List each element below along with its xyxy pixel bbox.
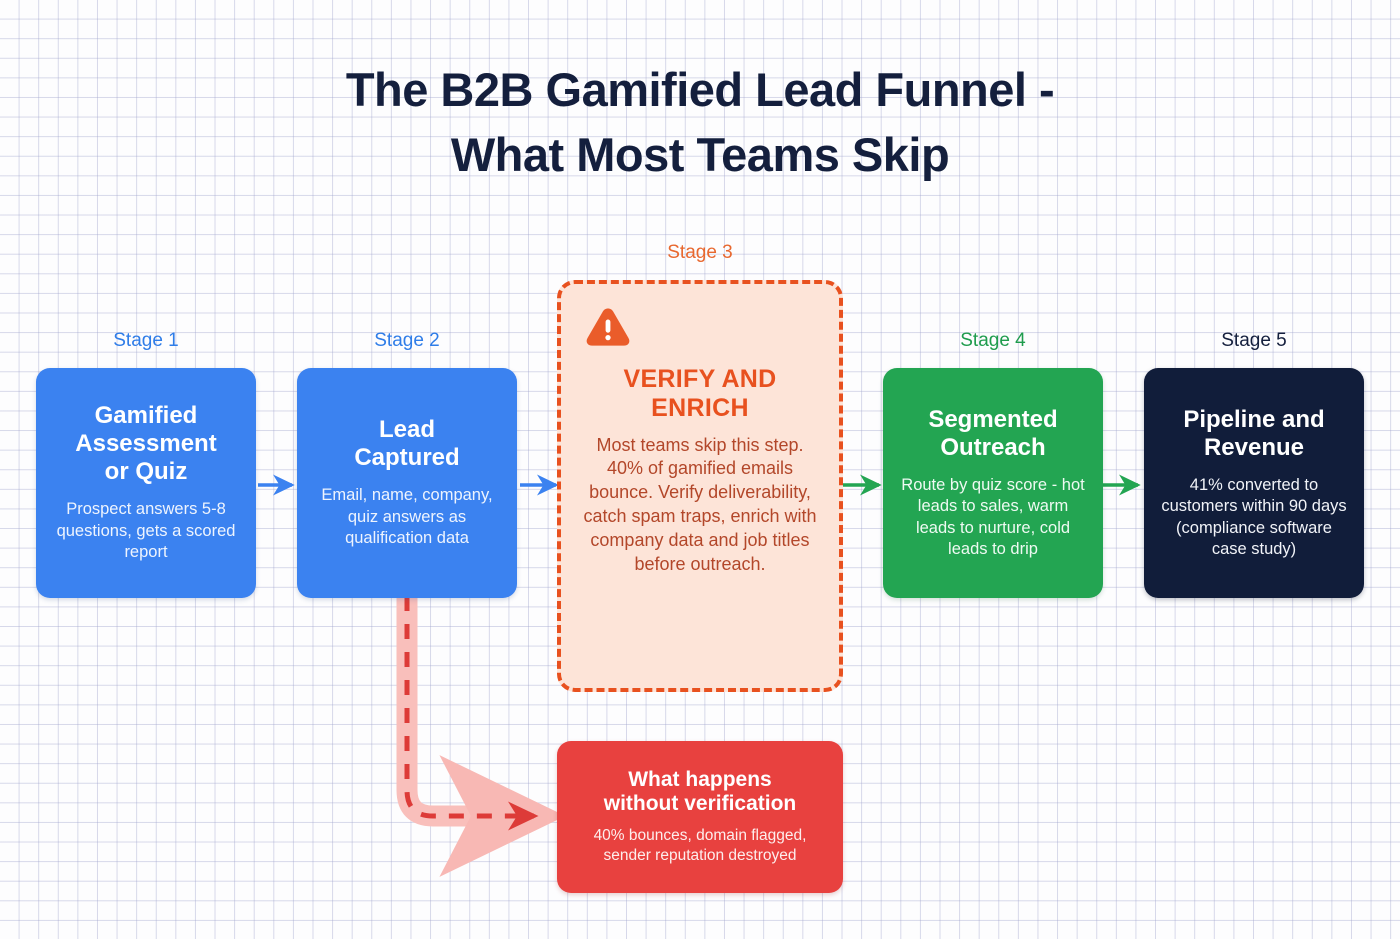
stage-node-5-title: Pipeline and Revenue <box>1183 405 1325 461</box>
stage-node-2[interactable]: Lead Captured Email, name, company, quiz… <box>297 368 517 598</box>
stage-node-2-title: Lead Captured <box>354 416 460 472</box>
page-title: The B2B Gamified Lead Funnel - What Most… <box>0 58 1400 188</box>
warning-triangle-icon <box>585 306 631 353</box>
stage-node-4-title: Segmented Outreach <box>928 405 1058 461</box>
stage-node-1-title: Gamified Assessment or Quiz <box>75 402 217 486</box>
stage-label-4: Stage 4 <box>960 330 1026 351</box>
stage-label-2: Stage 2 <box>374 330 440 351</box>
consequence-node[interactable]: What happens without verification 40% bo… <box>557 741 843 893</box>
consequence-node-title: What happens without verification <box>603 767 797 816</box>
stage-node-5[interactable]: Pipeline and Revenue 41% converted to cu… <box>1144 368 1364 598</box>
stage-label-3: Stage 3 <box>667 242 733 263</box>
stage-label-1: Stage 1 <box>113 330 179 351</box>
stage-label-5: Stage 5 <box>1221 330 1287 351</box>
stage-node-3[interactable]: VERIFY AND ENRICH Most teams skip this s… <box>557 280 843 692</box>
consequence-node-description: 40% bounces, domain flagged, sender repu… <box>593 826 807 865</box>
stage-node-4[interactable]: Segmented Outreach Route by quiz score -… <box>883 368 1103 598</box>
page-title-line-2: What Most Teams Skip <box>450 127 950 181</box>
stage-node-5-description: 41% converted to customers within 90 day… <box>1161 475 1347 559</box>
stage-node-1-description: Prospect answers 5-8 questions, gets a s… <box>56 500 236 562</box>
stage-node-2-description: Email, name, company, quiz answers as qu… <box>321 486 493 548</box>
page-title-line-1: The B2B Gamified Lead Funnel - <box>345 63 1055 116</box>
stage-node-3-title: VERIFY AND ENRICH <box>623 365 777 423</box>
stage-node-3-description: Most teams skip this step. 40% of gamifi… <box>583 434 817 575</box>
stage-node-4-description: Route by quiz score - hot leads to sales… <box>901 475 1085 559</box>
stage-node-1[interactable]: Gamified Assessment or Quiz Prospect ans… <box>36 368 256 598</box>
